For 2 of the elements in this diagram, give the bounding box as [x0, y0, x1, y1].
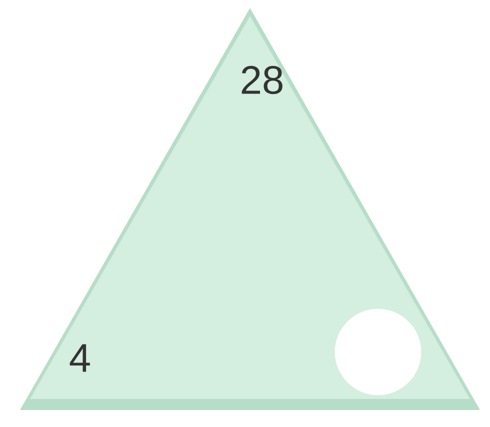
answer-circle: [334, 308, 422, 396]
triangle-card: 28 4: [20, 8, 480, 410]
